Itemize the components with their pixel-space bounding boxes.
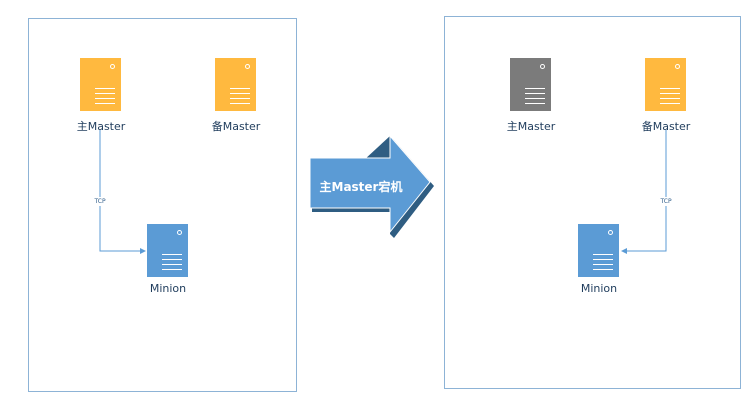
after-tcp-connector: [621, 130, 667, 254]
failover-arrow-icon: [309, 136, 434, 238]
before-backup-label: 备Master: [211, 120, 261, 133]
primary-master-server-icon: [80, 58, 121, 111]
after-primary-label: 主Master: [506, 120, 556, 133]
backup-master-server-icon: [215, 58, 256, 111]
minion-server-icon: [147, 224, 188, 277]
after-minion-server-icon: [578, 224, 619, 277]
after-minion-label: Minion: [580, 282, 618, 295]
after-backup-master-server-icon: [645, 58, 686, 111]
failover-label: 主Master宕机: [319, 180, 403, 194]
before-tcp-connector: [99, 130, 146, 254]
before-minion-label: Minion: [149, 282, 187, 295]
before-tcp-label: TCP: [94, 197, 106, 206]
before-primary-label: 主Master: [76, 120, 126, 133]
failed-master-server-icon: [510, 58, 551, 111]
after-backup-label: 备Master: [641, 120, 691, 133]
after-tcp-label: TCP: [660, 197, 672, 206]
after-panel: [444, 16, 741, 389]
